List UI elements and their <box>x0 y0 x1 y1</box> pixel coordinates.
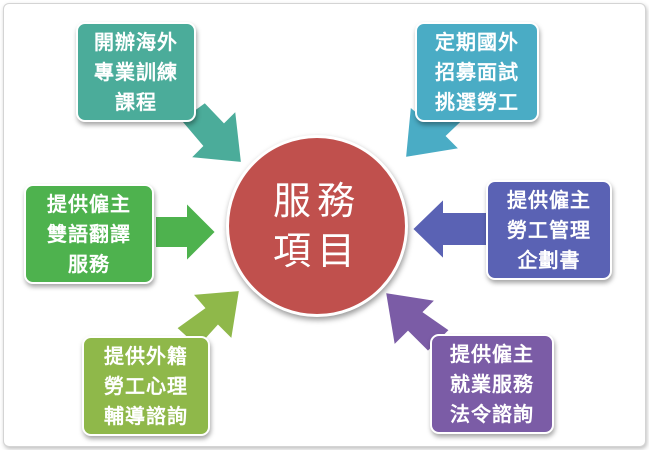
box-line: 專業訓練 <box>94 60 178 84</box>
box-line: 輔導諮詢 <box>104 404 188 428</box>
box-line: 勞工管理 <box>507 218 591 242</box>
box-line: 開辦海外 <box>94 30 178 54</box>
box-top-right: 定期國外 招募面試 挑選勞工 <box>415 22 539 122</box>
arrow-top-left <box>178 100 244 165</box>
center-title-line1: 服務 <box>272 179 361 223</box>
box-bottom-left: 提供外籍 勞工心理 輔導諮詢 <box>82 336 210 436</box>
center-title-line2: 項目 <box>272 229 361 273</box>
center-circle: 服務 項目 <box>226 135 408 317</box>
box-line: 雙語翻譯 <box>47 222 131 246</box>
box-line: 提供僱主 <box>47 192 131 216</box>
box-line: 勞工心理 <box>104 374 188 398</box>
box-mid-left: 提供僱主 雙語翻譯 服務 <box>24 184 154 284</box>
box-line: 提供僱主 <box>507 188 591 212</box>
box-mid-right: 提供僱主 勞工管理 企劃書 <box>486 180 612 280</box>
arrow-mid-left <box>154 199 218 265</box>
box-line: 企劃書 <box>517 248 581 272</box>
box-bottom-right: 提供僱主 就業服務 法令諮詢 <box>430 334 554 434</box>
box-line: 挑選勞工 <box>435 90 519 114</box>
box-top-left: 開辦海外 專業訓練 課程 <box>76 22 196 122</box>
box-line: 提供僱主 <box>450 342 534 366</box>
box-line: 提供外籍 <box>104 344 188 368</box>
box-line: 招募面試 <box>435 60 519 84</box>
arrow-mid-right <box>410 195 489 263</box>
box-line: 課程 <box>115 90 157 114</box>
box-line: 服務 <box>68 252 110 276</box>
box-line: 定期國外 <box>435 30 519 54</box>
box-line: 法令諮詢 <box>450 402 534 426</box>
box-line: 就業服務 <box>450 372 534 396</box>
